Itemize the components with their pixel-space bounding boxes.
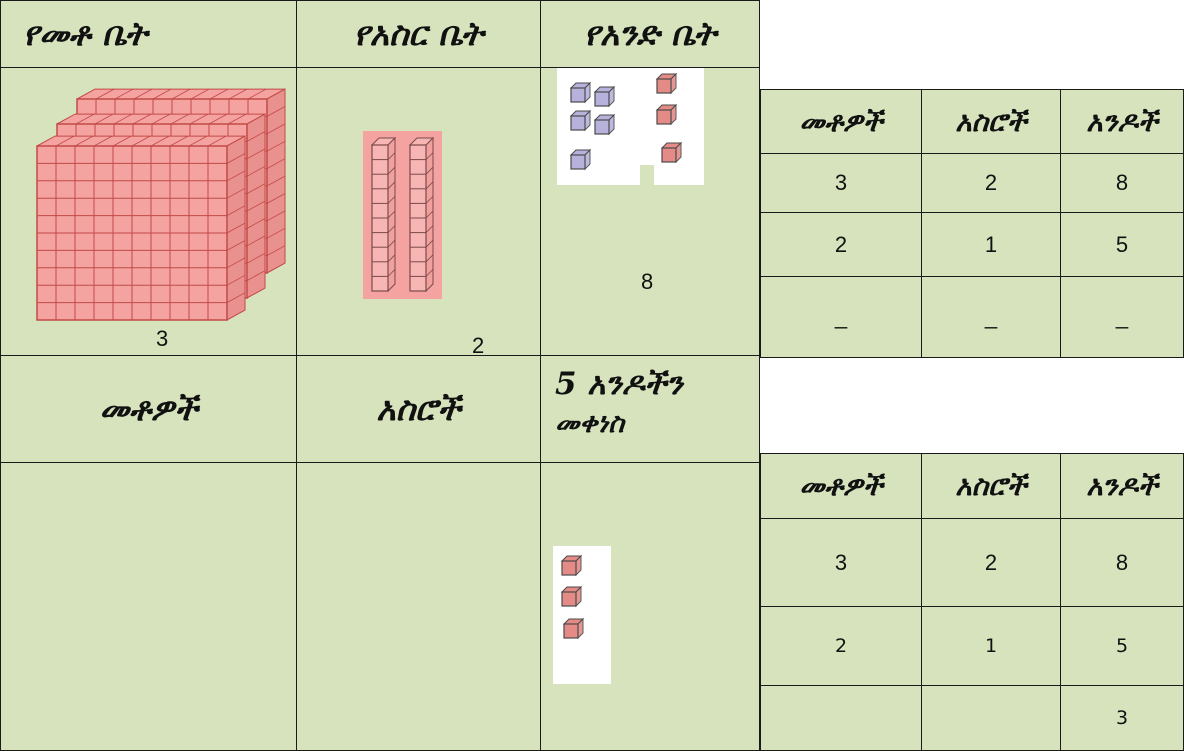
remaining-ones-cube: [562, 617, 585, 640]
table1-r2-tens: 1: [921, 212, 1061, 277]
table1-r3-ones: _: [1060, 276, 1184, 358]
table2-header-tens: አስሮች: [921, 453, 1061, 519]
table2-r1-tens: 2: [921, 518, 1061, 607]
ten-rod: [408, 136, 435, 293]
header-hundreds-label: የመቶ ቤት: [23, 14, 148, 53]
header-ones-label: የአንድ ቤት: [583, 14, 717, 53]
ones-unit-cubes-icon: [569, 72, 683, 171]
header-ones-place: የአንድ ቤት: [540, 0, 760, 68]
bottom-tens-cell: [296, 462, 541, 751]
subtract-ones-line2: መቀነስ: [555, 408, 625, 439]
header-hundreds-place: የመቶ ቤት: [0, 0, 297, 68]
table2-r2-tens: 1: [921, 606, 1061, 686]
hundred-flat: [36, 135, 246, 321]
table1-r2-ones: 5: [1060, 212, 1184, 277]
header-tens-label: የአስር ቤት: [353, 14, 484, 53]
hundred-flats-blocks-icon: [36, 88, 286, 321]
tens-count: 2: [472, 333, 485, 358]
table2-header-hundreds: መቶዎች: [760, 453, 922, 519]
table2-r1-hundreds: 3: [760, 518, 922, 607]
bottom-header-hundreds: መቶዎች: [0, 355, 297, 463]
table1-r3-hundreds: _: [760, 276, 922, 358]
ones-cube-purple: [569, 148, 592, 171]
subtract-ones-line1: 5 አንዶችን: [555, 366, 683, 402]
table2-r3-tens: [921, 685, 1061, 751]
hundreds-count: 3: [156, 326, 169, 351]
table2-r3-hundreds: [760, 685, 922, 751]
table2-header-ones: አንዶች: [1060, 453, 1184, 519]
remaining-ones-cube: [560, 554, 583, 577]
ones-count: 8: [641, 269, 654, 294]
ones-cube-red: [655, 103, 678, 126]
panel-notch: [640, 165, 654, 187]
ten-rods-blocks-icon: [370, 136, 435, 293]
bottom-tens-label: አስሮች: [376, 389, 461, 428]
table1-r1-hundreds: 3: [760, 153, 922, 213]
ones-cube-red: [655, 72, 678, 95]
table2-r2-ones: 5: [1060, 606, 1184, 686]
ones-cube-red: [660, 141, 683, 164]
tens-cell: [296, 67, 541, 356]
bottom-header-tens: አስሮች: [296, 355, 541, 463]
table2-r2-hundreds: 2: [760, 606, 922, 686]
remaining-ones-cubes-icon: [560, 554, 585, 640]
table2-r3-ones: 3: [1060, 685, 1184, 751]
ones-cube-purple: [569, 109, 592, 132]
ones-cube-purple: [593, 113, 616, 136]
ten-rod: [370, 136, 397, 293]
bottom-hundreds-cell: [0, 462, 297, 751]
table2-r1-ones: 8: [1060, 518, 1184, 607]
table1-r2-hundreds: 2: [760, 212, 922, 277]
place-value-table-1: መቶዎች አስሮች አንዶች 3 2 8 2 1 5 _ _ _: [760, 89, 1184, 358]
place-value-table-2: መቶዎች አስሮች አንዶች 3 2 8 2 1 5 3: [760, 453, 1184, 751]
table1-header-ones: አንዶች: [1060, 89, 1184, 154]
table1-header-hundreds: መቶዎች: [760, 89, 922, 154]
ones-cube-purple: [593, 85, 616, 108]
table1-r1-ones: 8: [1060, 153, 1184, 213]
table1-r1-tens: 2: [921, 153, 1061, 213]
table1-r3-tens: _: [921, 276, 1061, 358]
bottom-hundreds-label: መቶዎች: [99, 389, 198, 428]
table1-header-tens: አስሮች: [921, 89, 1061, 154]
remaining-ones-cube: [560, 585, 583, 608]
ones-cube-purple: [569, 81, 592, 104]
